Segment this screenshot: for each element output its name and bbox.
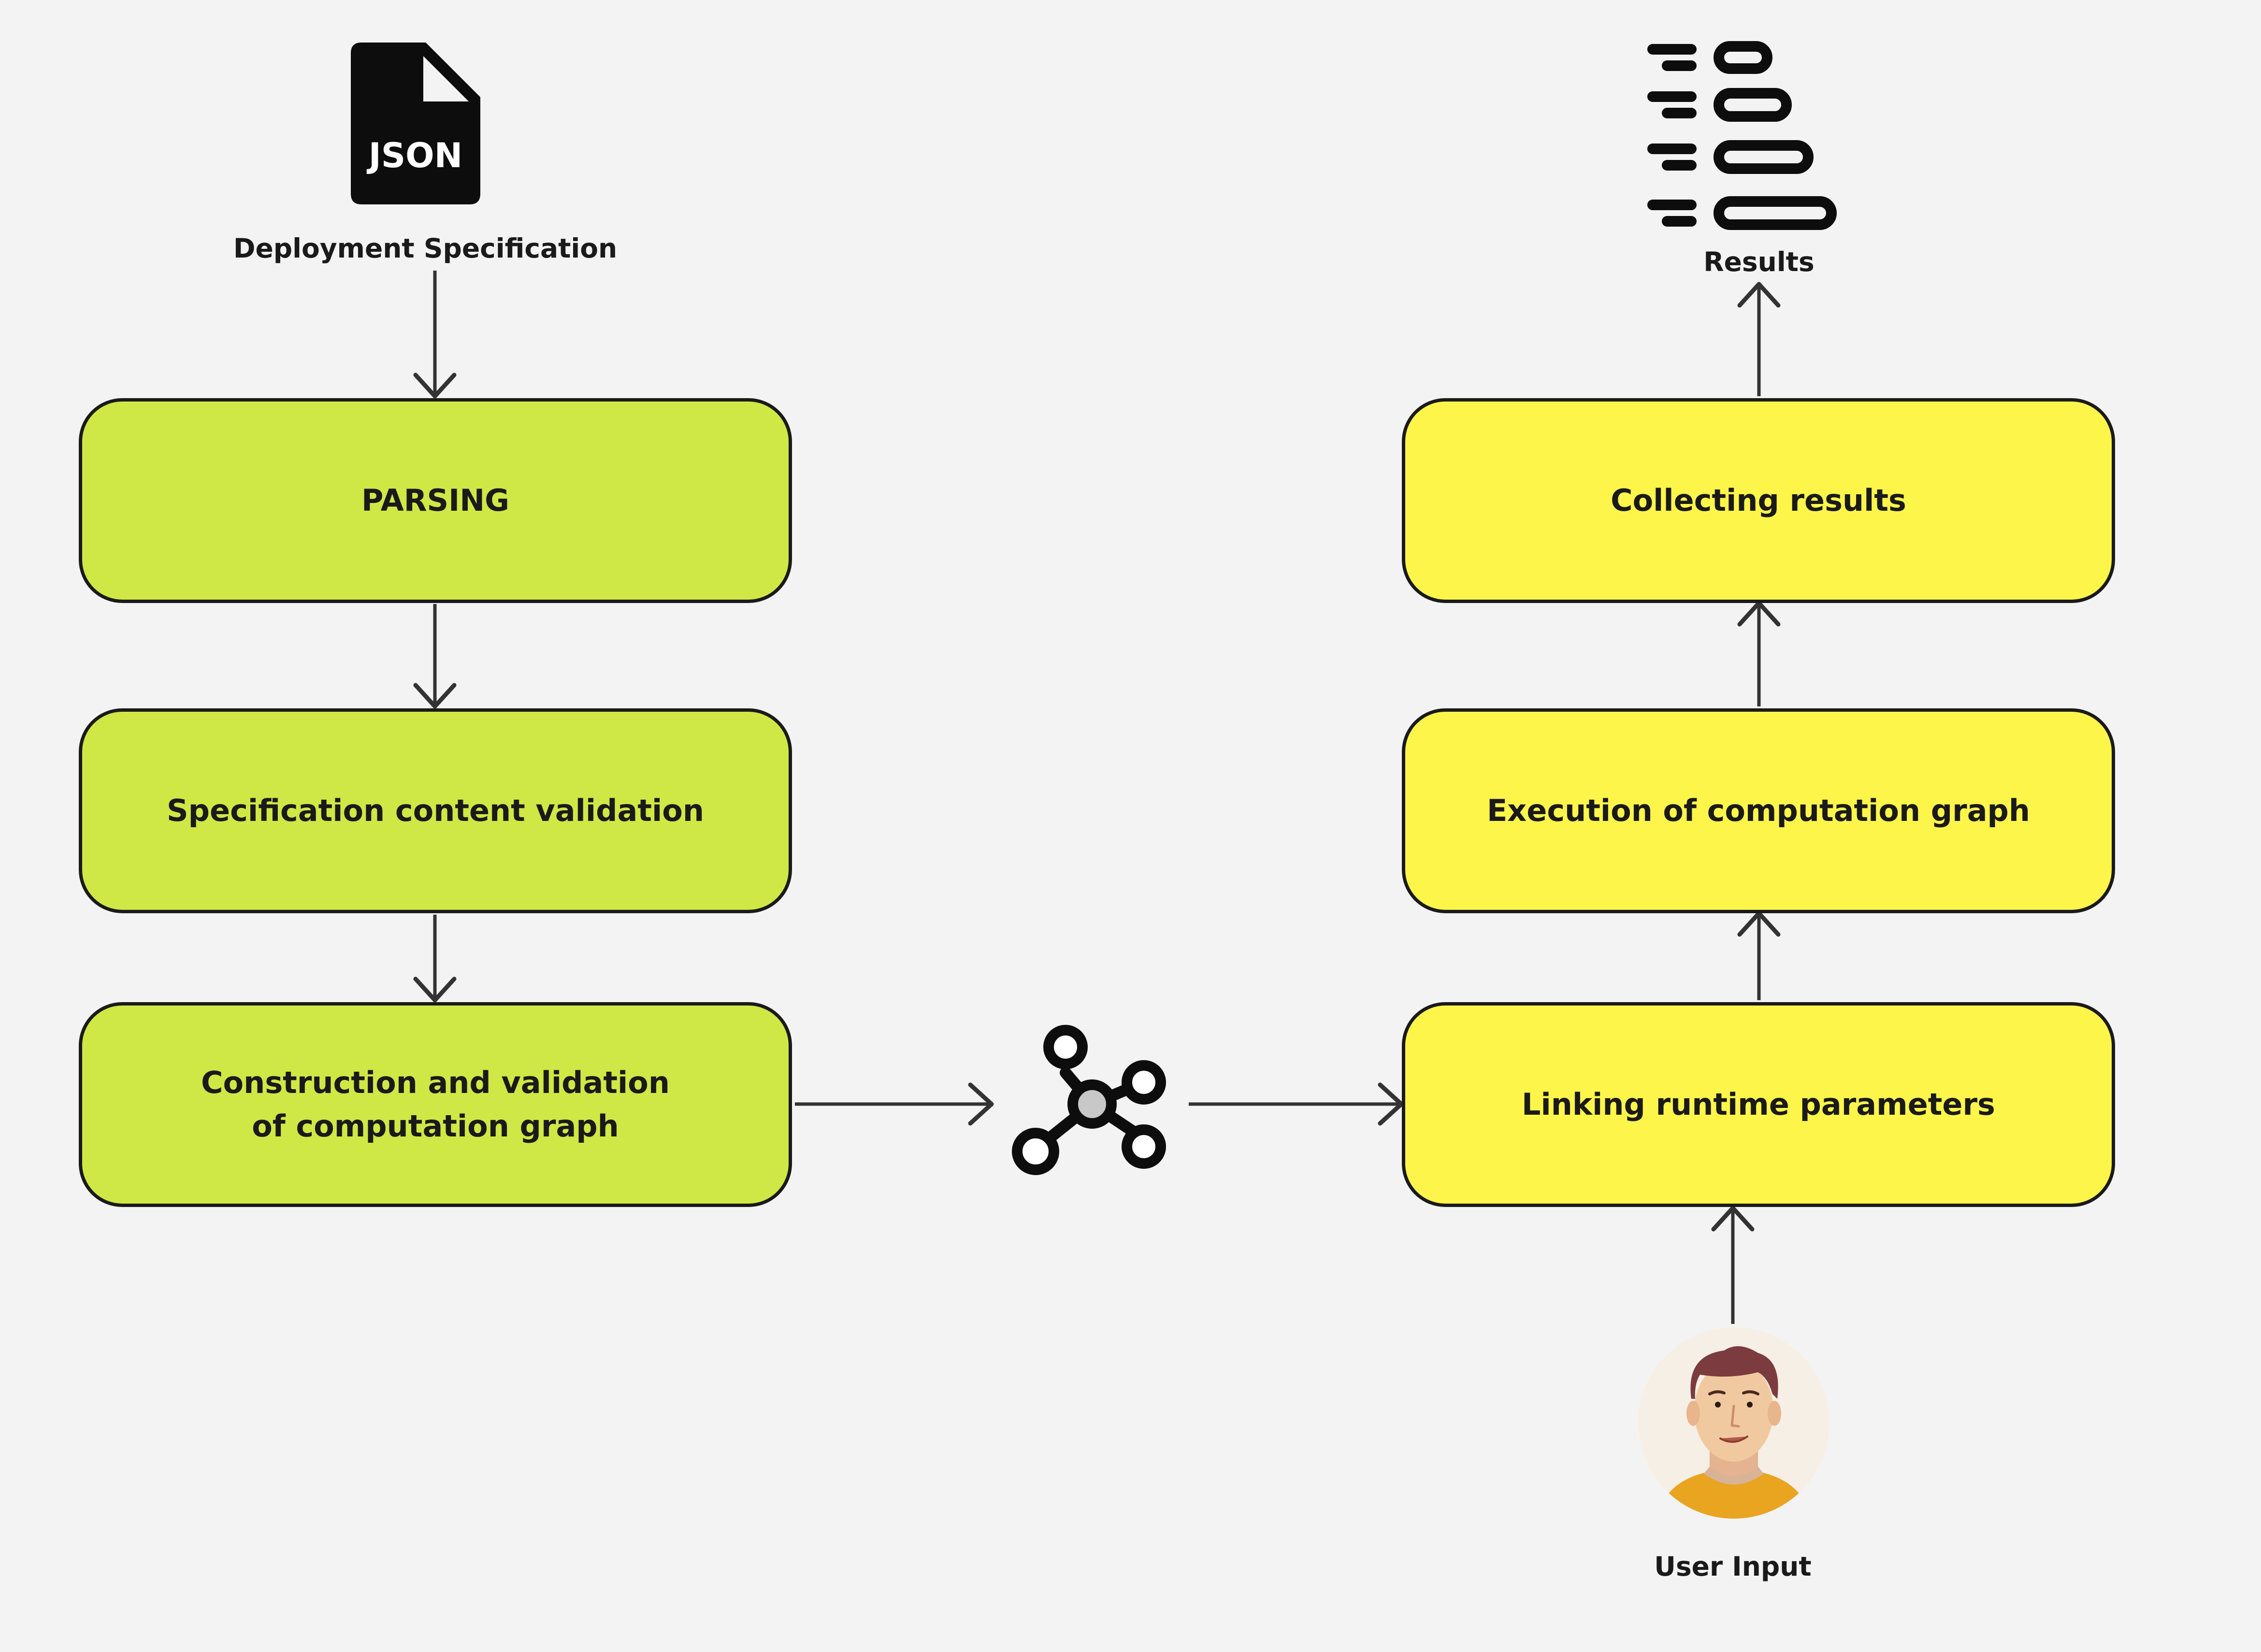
step-linking-parameters: Linking runtime parameters bbox=[1402, 1002, 2115, 1207]
json-file-icon: JSON bbox=[351, 43, 480, 204]
step-graph-execution: Execution of computation graph bbox=[1402, 708, 2115, 913]
arrow-parsing-to-validation bbox=[413, 604, 457, 709]
arrow-collecting-to-results bbox=[1737, 282, 1781, 396]
arrow-linking-to-execution bbox=[1737, 911, 1781, 1000]
arrow-spec-to-parsing bbox=[413, 271, 457, 399]
arrow-user-to-linking bbox=[1711, 1206, 1755, 1324]
computation-graph-icon bbox=[1012, 1025, 1166, 1175]
user-avatar-icon bbox=[1638, 1327, 1829, 1519]
results-list-icon bbox=[1647, 41, 1837, 230]
step-parsing: PARSING bbox=[79, 398, 792, 603]
step-spec-validation: Specification content validation bbox=[79, 708, 792, 913]
step-collecting-results: Collecting results bbox=[1402, 398, 2115, 603]
user-input-label: User Input bbox=[1654, 1551, 1812, 1582]
json-icon-text: JSON bbox=[367, 136, 463, 175]
arrow-validation-to-construction bbox=[413, 915, 457, 1003]
arrow-graph-to-linking bbox=[1189, 1082, 1404, 1126]
arrow-execution-to-collecting bbox=[1737, 601, 1781, 706]
results-label: Results bbox=[1703, 246, 1815, 277]
arrow-construction-to-graph bbox=[795, 1082, 994, 1126]
step-graph-construction: Construction and validation of computati… bbox=[79, 1002, 792, 1207]
deployment-spec-label: Deployment Specification bbox=[233, 233, 618, 264]
